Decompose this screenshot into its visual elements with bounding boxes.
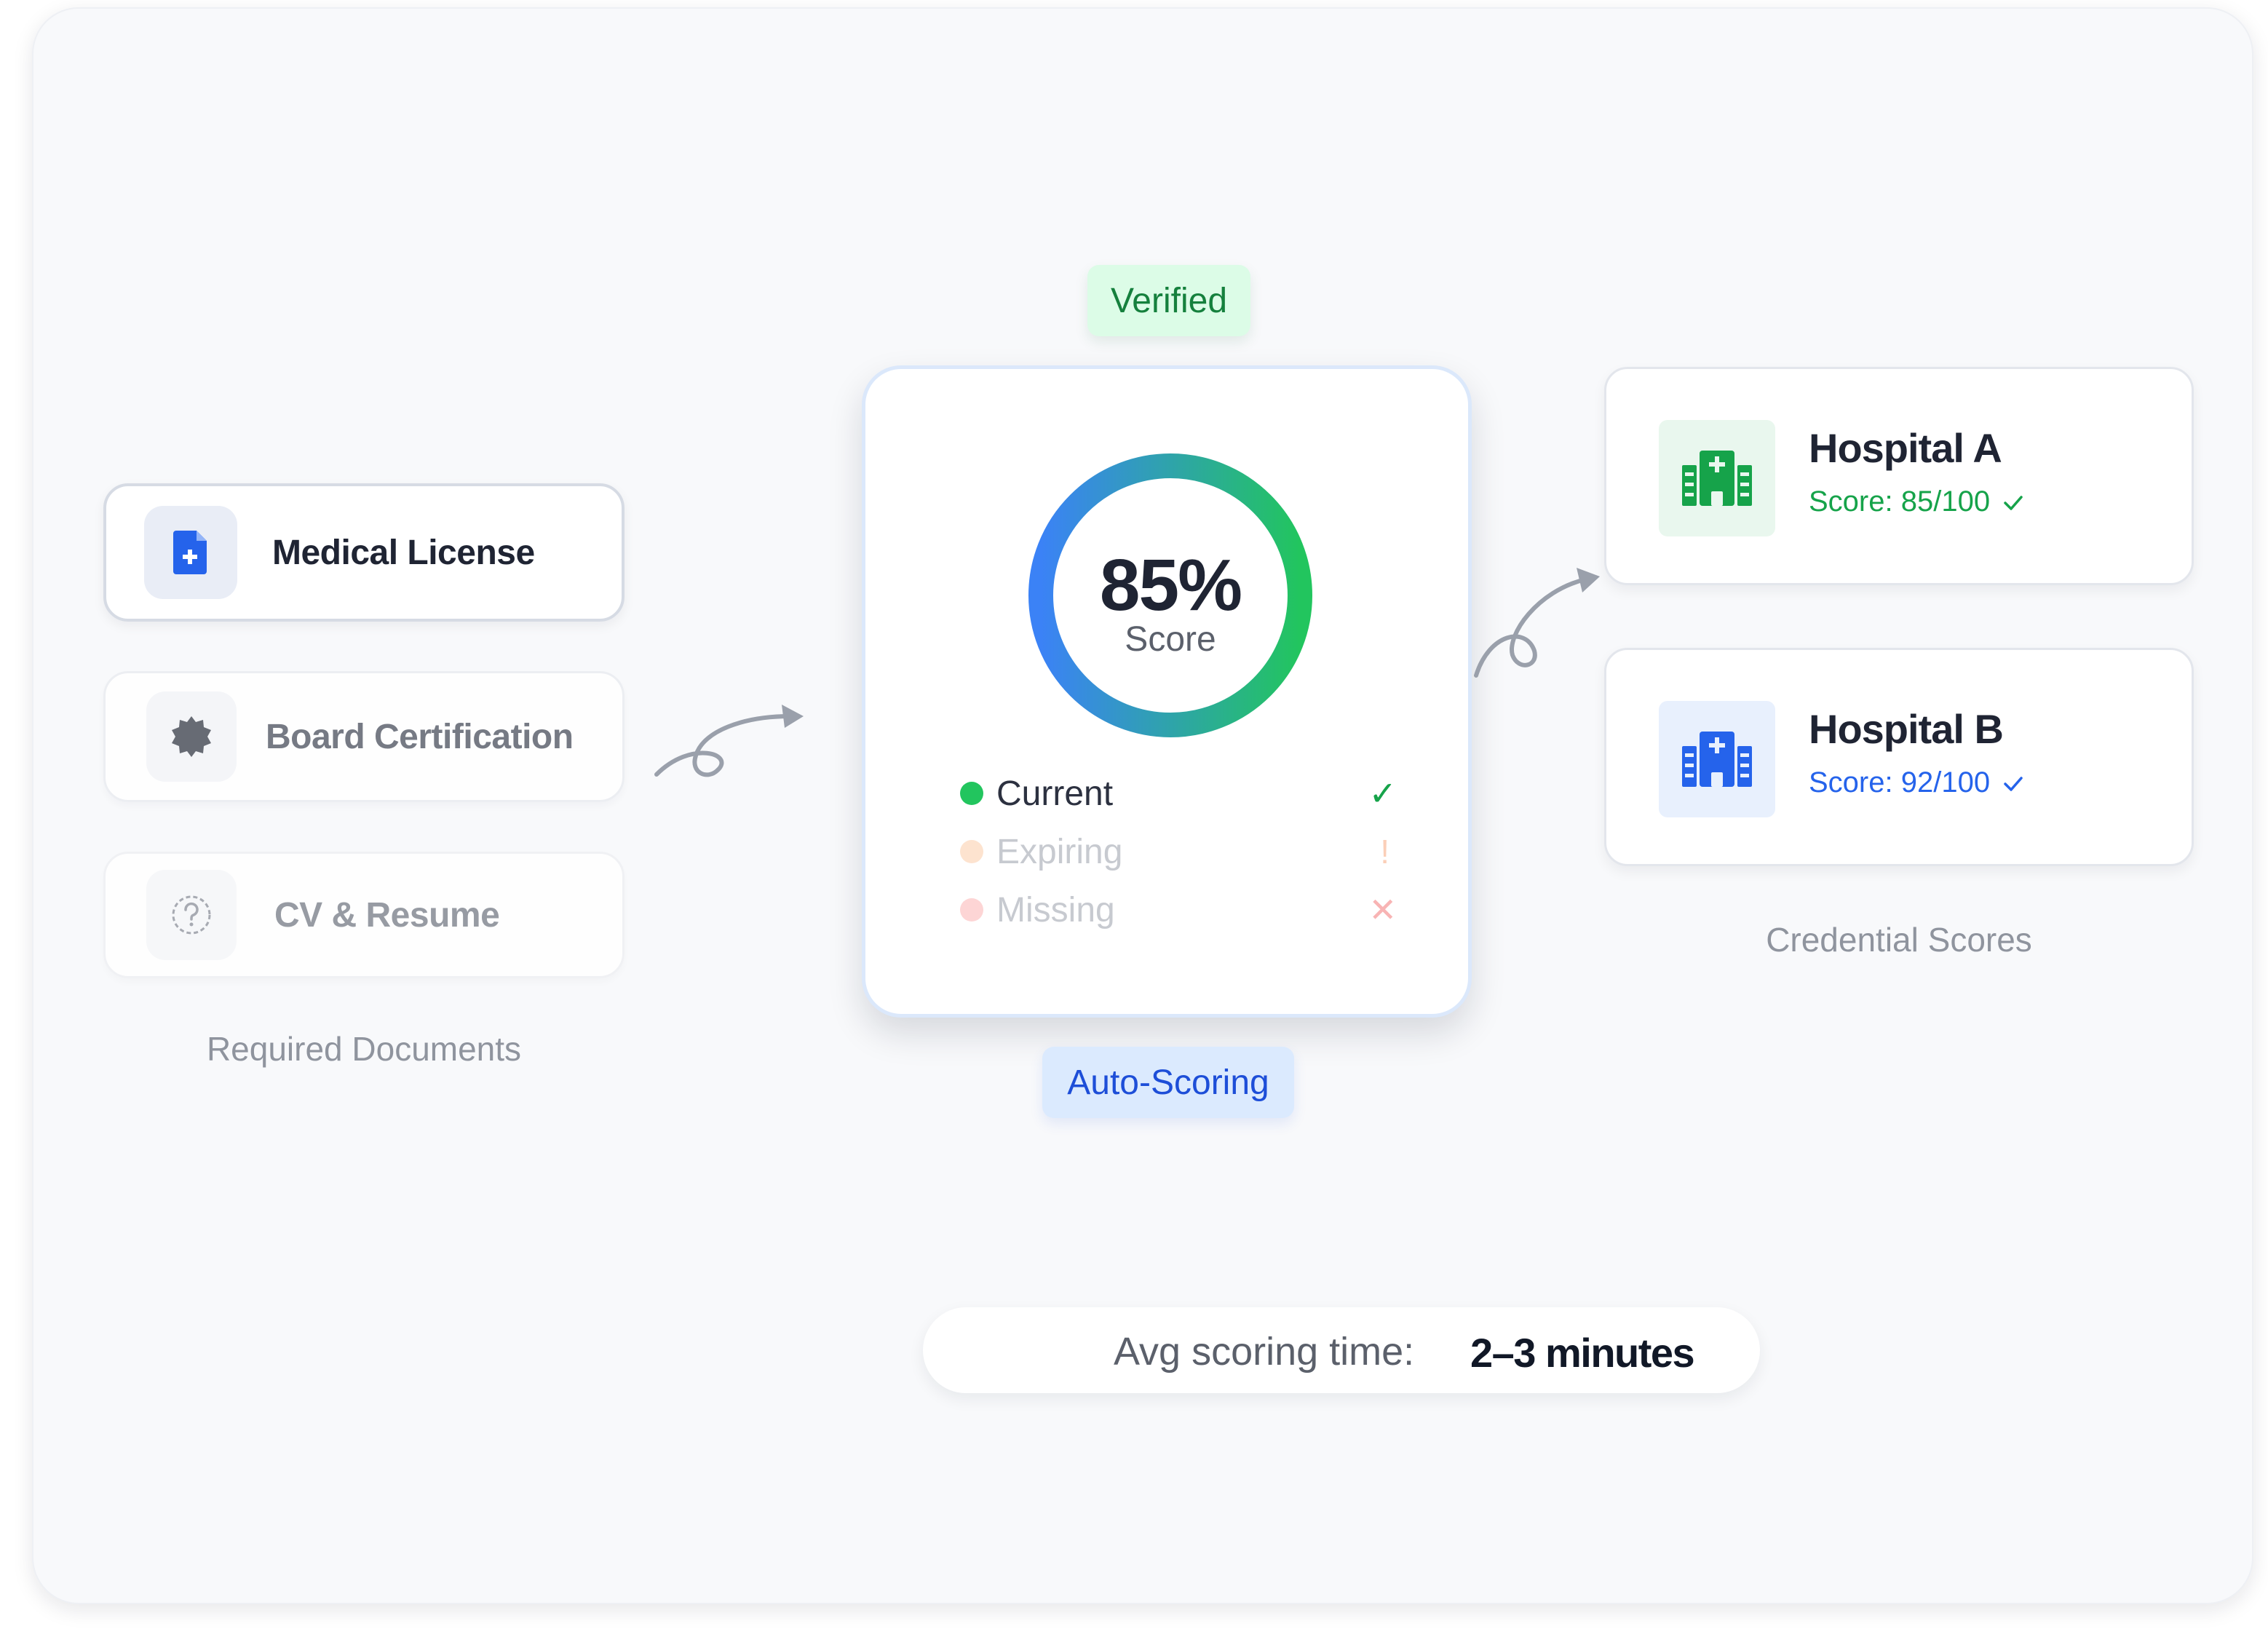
score-value: 85%	[1099, 544, 1242, 626]
avg-scoring-time-value: 2–3 minutes	[1470, 1330, 1695, 1376]
check-icon	[2004, 777, 2023, 792]
score-card: 85% Score Current ✓ Expiring ! Missing ✕	[862, 365, 1472, 1018]
verified-badge: Verified	[1087, 265, 1250, 336]
status-row-missing: Missing ✕	[960, 884, 1397, 935]
hospital-score-text: Score: 92/100	[1809, 766, 1991, 798]
medical-document-icon	[144, 506, 237, 599]
document-card-cv-resume[interactable]: CV & Resume	[103, 852, 625, 978]
hospital-card-b[interactable]: Hospital B Score: 92/100	[1604, 648, 2194, 866]
document-card-medical-license[interactable]: Medical License	[103, 483, 625, 622]
required-documents-caption: Required Documents	[206, 1030, 522, 1068]
hospital-score: Score: 92/100	[1809, 766, 2024, 799]
flow-arrow-right	[1474, 568, 1600, 678]
status-label: Expiring	[996, 832, 1123, 871]
score-ring	[1028, 453, 1312, 737]
warning-icon: !	[1380, 833, 1389, 871]
status-row-current: Current ✓	[960, 768, 1397, 819]
hospital-name: Hospital B	[1809, 706, 2004, 752]
document-label: Medical License	[272, 533, 535, 572]
hospital-name: Hospital A	[1809, 425, 2002, 471]
status-label: Missing	[996, 890, 1115, 929]
flow-arrow-left	[654, 705, 804, 777]
status-row-expiring: Expiring !	[960, 826, 1397, 877]
status-dot	[960, 782, 983, 805]
document-label: CV & Resume	[274, 895, 500, 935]
avg-scoring-time-label: Avg scoring time:	[1114, 1330, 1415, 1374]
check-icon	[2004, 496, 2023, 511]
check-icon: ✓	[1368, 774, 1397, 812]
document-card-board-certification[interactable]: Board Certification	[103, 671, 625, 802]
auto-scoring-badge: Auto-Scoring	[1042, 1047, 1294, 1118]
hospital-icon	[1659, 420, 1775, 536]
status-dot	[960, 898, 983, 921]
hospital-icon	[1659, 701, 1775, 817]
status-dot	[960, 840, 983, 863]
hospital-score: Score: 85/100	[1809, 485, 2024, 518]
hospital-card-a[interactable]: Hospital A Score: 85/100	[1604, 367, 2194, 585]
avg-scoring-time-bar: Avg scoring time: 2–3 minutes	[923, 1307, 1760, 1393]
document-label: Board Certification	[266, 717, 574, 756]
credential-scores-caption: Credential Scores	[1766, 921, 2032, 959]
status-label: Current	[996, 774, 1114, 813]
cross-icon: ✕	[1368, 891, 1397, 929]
hospital-score-text: Score: 85/100	[1809, 485, 1991, 518]
certificate-badge-icon	[146, 691, 237, 782]
score-label: Score	[1125, 620, 1216, 659]
question-circle-icon	[146, 870, 237, 960]
